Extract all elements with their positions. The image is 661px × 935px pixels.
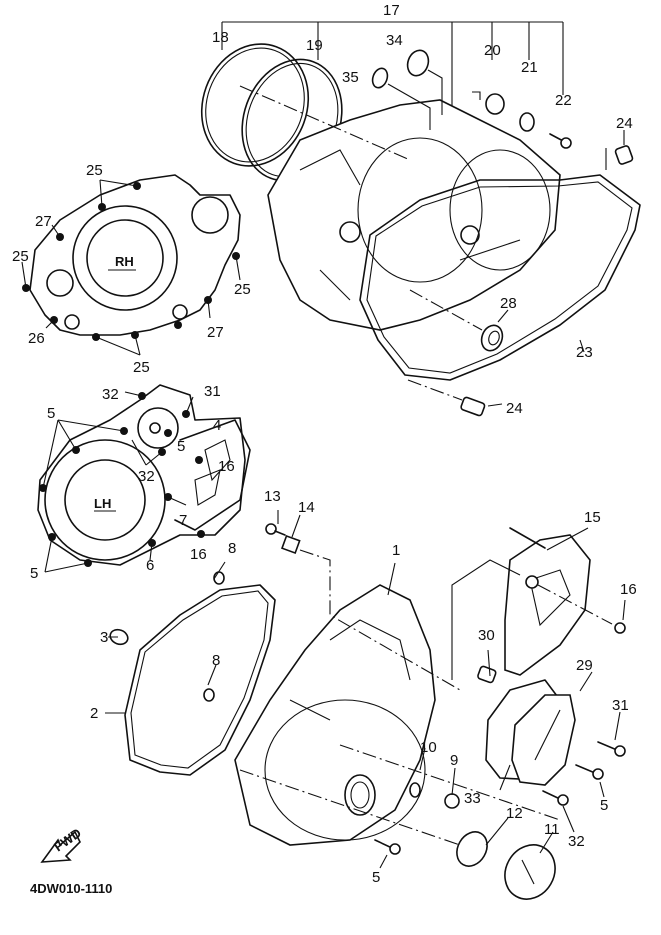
cover-29 — [511, 694, 576, 786]
bolt-16 — [614, 622, 626, 634]
washer-21 — [519, 112, 535, 132]
callout-4: 4 — [213, 417, 221, 434]
callout-11: 11 — [544, 821, 560, 838]
bolt-5 — [575, 764, 596, 774]
callout-8-b: 8 — [212, 652, 220, 669]
callout-14: 14 — [298, 499, 315, 516]
plug-20 — [485, 93, 505, 115]
o-ring-12 — [456, 831, 488, 867]
callout-28: 28 — [500, 295, 517, 312]
callout-5-a: 5 — [47, 405, 55, 422]
lh-label: LH — [94, 496, 111, 511]
left-crankcase-cover-assembly — [105, 510, 626, 900]
callout-27-a: 27 — [35, 213, 52, 230]
plug-11 — [504, 844, 556, 900]
callout-12: 12 — [506, 805, 523, 822]
callout-21: 21 — [521, 59, 538, 76]
bearing-28 — [480, 324, 504, 352]
callout-32-a: 32 — [102, 386, 119, 403]
lh-cover-inset — [37, 384, 251, 573]
callout-7: 7 — [179, 512, 187, 529]
callout-31-a: 31 — [204, 383, 221, 400]
callout-5-d: 5 — [600, 797, 608, 814]
clamp-14 — [281, 534, 301, 554]
bolt-31 — [597, 741, 618, 751]
callout-17: 17 — [383, 2, 400, 19]
dowel-3 — [109, 628, 129, 646]
callout-labels: 17 18 19 34 35 20 21 22 24 28 23 24 25 2… — [12, 2, 637, 886]
sprocket-cover-15 — [504, 534, 591, 676]
rh-cover-inset — [21, 174, 241, 356]
right-cover-body — [267, 99, 561, 331]
lh-bolt-dots — [39, 392, 205, 567]
left-cover-body — [234, 584, 436, 846]
callout-23: 23 — [576, 344, 593, 361]
callout-19: 19 — [306, 37, 323, 54]
callout-3: 3 — [100, 629, 108, 646]
callout-1: 1 — [392, 542, 400, 559]
callout-15: 15 — [584, 509, 601, 526]
o-ring-8 — [203, 688, 215, 702]
callout-35: 35 — [342, 69, 359, 86]
callout-16-b: 16 — [190, 546, 207, 563]
o-ring-8-top — [213, 571, 225, 585]
callout-13: 13 — [264, 488, 281, 505]
callout-29: 29 — [576, 657, 593, 674]
collar-30 — [477, 665, 497, 684]
callout-22: 22 — [555, 92, 572, 109]
callout-25-a: 25 — [86, 162, 103, 179]
callout-9: 9 — [450, 752, 458, 769]
callout-20: 20 — [484, 42, 501, 59]
diagram-code: 4DW010-1110 — [30, 881, 112, 896]
o-ring-10 — [409, 782, 421, 798]
callout-24-bottom: 24 — [506, 400, 523, 417]
cover-plate-18 — [200, 43, 310, 167]
callout-31-b: 31 — [612, 697, 629, 714]
callout-18: 18 — [212, 29, 229, 46]
callout-2: 2 — [90, 705, 98, 722]
callout-27-b: 27 — [207, 324, 224, 341]
oil-seal-34 — [406, 49, 430, 77]
bolt-32 — [542, 790, 561, 800]
callout-5-b: 5 — [177, 438, 185, 455]
callout-5-e: 5 — [372, 869, 380, 886]
plug-9 — [444, 793, 460, 809]
callout-16-c: 16 — [620, 581, 637, 598]
callout-10: 10 — [420, 739, 437, 756]
callout-34: 34 — [386, 32, 403, 49]
rh-label: RH — [115, 254, 134, 269]
gasket-23 — [359, 174, 641, 381]
oil-seal-35 — [371, 67, 389, 89]
callout-26: 26 — [28, 330, 45, 347]
callout-25-d: 25 — [133, 359, 150, 376]
callout-30: 30 — [478, 627, 495, 644]
callout-16-a: 16 — [218, 458, 235, 475]
callout-32-b: 32 — [138, 468, 155, 485]
callout-5-c: 5 — [30, 565, 38, 582]
bolt-13 — [265, 523, 277, 535]
callout-25-c: 25 — [234, 281, 251, 298]
dowel-24-bottom — [460, 396, 486, 417]
callout-6: 6 — [146, 557, 154, 574]
right-crankcase-cover-assembly — [200, 21, 641, 417]
gasket-2 — [124, 584, 276, 776]
callout-25-b: 25 — [12, 248, 29, 265]
forward-direction-arrow: FWD — [40, 825, 84, 863]
dowel-24-top — [614, 145, 634, 165]
callout-24-top: 24 — [616, 115, 633, 132]
callout-33: 33 — [464, 790, 481, 807]
oil-seal — [344, 774, 376, 816]
callout-32-c: 32 — [568, 833, 585, 850]
callout-8-a: 8 — [228, 540, 236, 557]
